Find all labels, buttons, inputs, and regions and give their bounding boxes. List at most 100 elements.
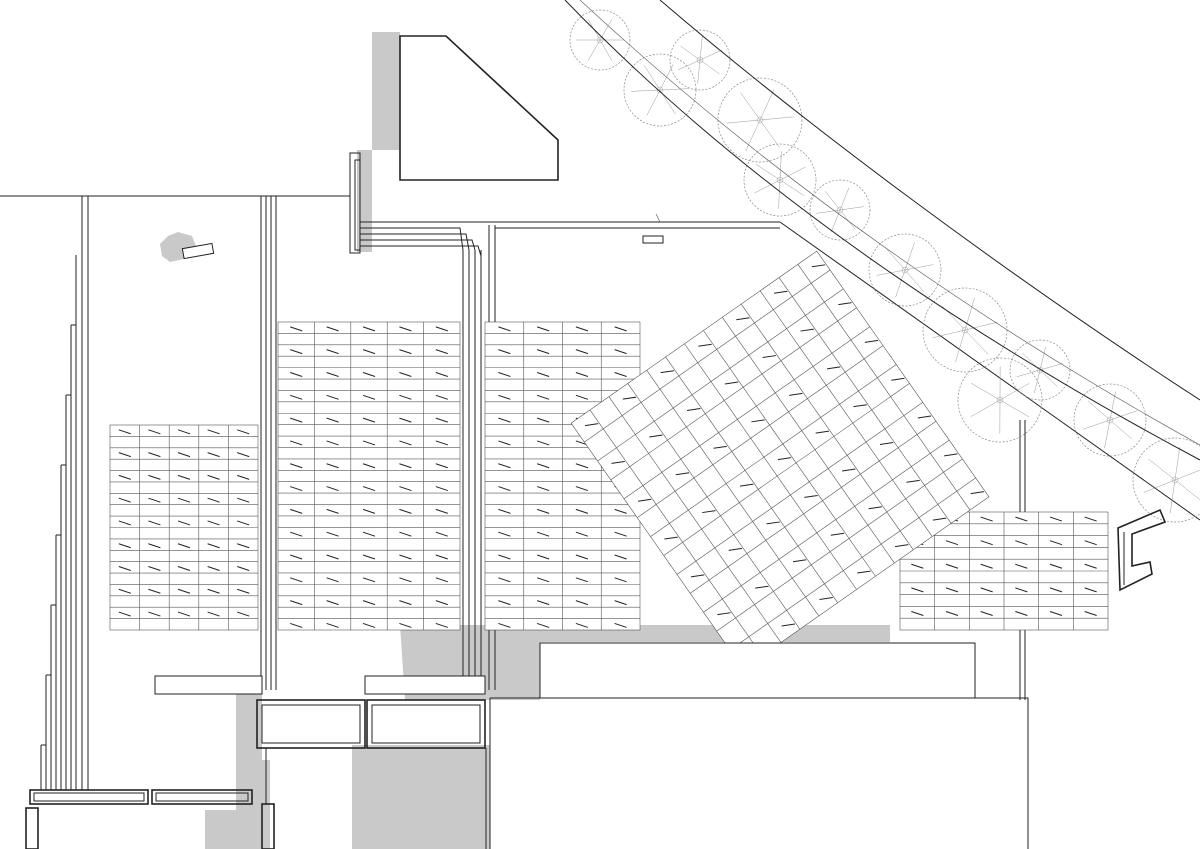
small-marker — [181, 242, 215, 260]
grid-west-stake — [118, 611, 131, 617]
rotated-grid-col — [627, 383, 801, 630]
grid-centre-stake — [290, 394, 303, 400]
grid-east-stake — [536, 326, 550, 332]
grid-centre-stake — [326, 394, 339, 400]
grid-east-stake — [536, 577, 550, 583]
rotated-grid-row — [663, 383, 910, 556]
tree-trunk — [1171, 476, 1179, 484]
grid-west-stake — [148, 474, 161, 480]
grid-centre-stake — [399, 600, 412, 606]
path-edge-inner-2 — [579, 0, 1200, 446]
rotated-grid-col — [589, 409, 763, 656]
rotated-grid-stake — [611, 460, 625, 464]
grid-east-stake — [575, 622, 589, 628]
tree-branch — [659, 88, 689, 91]
tree-outline — [569, 9, 631, 71]
tree-branch — [1143, 479, 1176, 493]
rotated-grid-stake — [864, 339, 879, 343]
grid-centre-stake — [326, 349, 339, 355]
bench-box-4 — [151, 789, 253, 805]
grid-far-east-stake — [1049, 516, 1063, 522]
tree-branch — [599, 19, 613, 41]
grid-centre-stake — [435, 440, 448, 446]
path-edge-outer — [659, 0, 1200, 401]
top-right-diag — [779, 221, 1200, 521]
grid-centre-stake — [290, 440, 303, 446]
grid-west-stake — [118, 566, 131, 571]
tree-branch — [932, 329, 966, 339]
rotated-grid-stake — [584, 423, 599, 427]
grid-centre-stake — [362, 554, 376, 560]
grid-centre-stake — [326, 371, 339, 377]
grid-east-stake — [536, 440, 550, 446]
rotated-grid-stake — [815, 430, 830, 434]
grid-centre-stake — [362, 349, 376, 355]
grid-west-stake — [237, 429, 250, 435]
tree-branch — [964, 321, 998, 331]
site-boundaries — [0, 195, 1200, 700]
rotated-grid-stake — [649, 434, 663, 438]
grid-west-stake — [177, 611, 191, 617]
tree-branch — [1174, 479, 1200, 501]
grid-east-stake — [498, 531, 511, 537]
tree-branch — [697, 59, 701, 84]
tree-row — [564, 0, 1200, 523]
grid-far-east-stake — [1015, 540, 1028, 546]
feed-line-3 — [360, 239, 476, 251]
rotated-grid-stake — [762, 355, 777, 359]
grid-east-stake — [536, 394, 550, 400]
grid-east-stake — [614, 531, 627, 537]
rotated-grid-stake — [830, 532, 845, 536]
upper-block-outline — [399, 35, 559, 181]
grid-west-stake — [237, 474, 250, 480]
grid-centre-stake — [326, 577, 339, 583]
grid-east-stake — [498, 349, 511, 355]
grid-centre-stake — [435, 554, 448, 560]
tree-branch — [1109, 419, 1132, 440]
grid-east-stake — [498, 371, 511, 377]
rotated-grid-stake — [739, 483, 754, 487]
rotated-grid-body — [570, 250, 990, 670]
grid-west-stake — [237, 611, 250, 617]
grid-centre-stake — [290, 554, 303, 560]
grid-east-stake — [536, 486, 550, 492]
grid-centre-stake — [362, 440, 376, 446]
rotated-grid-row — [729, 477, 976, 651]
grid-centre-stake — [290, 577, 303, 583]
grid-centre-stake — [290, 600, 303, 606]
plinth-left — [154, 675, 263, 695]
grid-east-stake — [536, 600, 550, 606]
sculpture-bracket — [1117, 508, 1167, 592]
grid-east-stake — [536, 349, 550, 355]
rotated-grid-row — [623, 326, 870, 500]
rotated-grid-frame — [570, 250, 990, 670]
tree-branch — [1109, 410, 1138, 421]
grid-west-stake — [177, 452, 191, 458]
rotated-grid-col — [665, 356, 838, 603]
rotated-grid-stake — [789, 392, 803, 396]
grid-west-stake — [177, 520, 191, 526]
rotated-grid-row — [584, 269, 831, 443]
tree-branch — [885, 248, 906, 271]
rotated-grid-stake — [906, 479, 920, 483]
grid-far-east-stake — [1084, 540, 1097, 546]
grid-east-stake — [575, 531, 589, 537]
grid-centre-stake — [362, 600, 376, 606]
rotated-planting-grid — [570, 250, 990, 670]
rotated-grid-stake — [811, 264, 826, 268]
grid-east-stake — [614, 349, 627, 355]
grid-east-stake — [498, 394, 511, 400]
grid-west-stake — [148, 543, 161, 549]
tree-canopy-10 — [743, 143, 817, 217]
grid-centre-stake — [326, 622, 339, 628]
grid-west-stake — [207, 452, 220, 458]
tree-branch — [759, 89, 775, 121]
grid-east-stake — [536, 554, 550, 560]
rotated-grid-stake — [713, 445, 727, 449]
tree-outline — [717, 77, 803, 163]
grid-far-east-stake — [980, 516, 993, 522]
grid-centre-stake — [326, 486, 339, 492]
tree-branch — [1088, 400, 1111, 421]
grid-far-east-stake — [1049, 540, 1063, 546]
grid-east-stake — [498, 600, 511, 606]
